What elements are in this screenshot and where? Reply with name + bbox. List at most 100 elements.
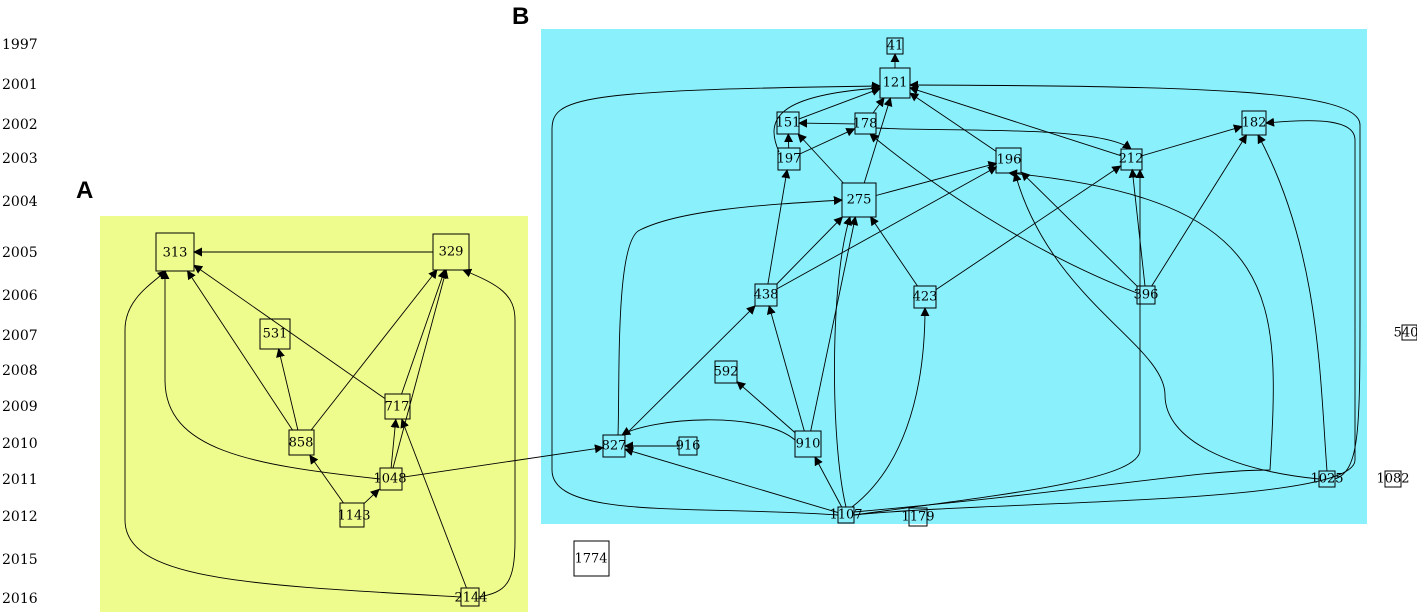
node-531-label: 531 — [263, 327, 288, 342]
year-label: 2009 — [2, 399, 38, 415]
edge-910-to-438 — [766, 305, 805, 432]
edge-1048-to-827 — [400, 444, 604, 478]
node-151-box — [776, 111, 800, 135]
node-329-label: 329 — [439, 245, 464, 260]
node-178-label: 178 — [853, 117, 878, 132]
edge-1025-to-196 — [1012, 172, 1320, 480]
edge-1048-to-717 — [390, 418, 400, 469]
edge-2144-to-717 — [400, 418, 467, 589]
node-178-box — [854, 112, 877, 135]
node-423-box — [913, 285, 937, 309]
edge-2144-to-313 — [124, 270, 462, 598]
node-196-box — [995, 147, 1022, 174]
node-1048-box — [379, 467, 403, 491]
edge-1048-to-329 — [392, 269, 449, 469]
edge-858-to-313 — [187, 270, 294, 431]
edge-438-to-197 — [767, 169, 791, 285]
node-41-box — [886, 37, 904, 55]
year-label: 2008 — [2, 363, 38, 379]
panel-a-background — [100, 216, 528, 612]
node-1774-label: 1774 — [574, 552, 607, 567]
edge-827-to-438 — [624, 305, 756, 436]
edge-178-to-151 — [798, 118, 855, 128]
edge-717-to-329 — [400, 269, 447, 395]
node-531-box — [259, 318, 291, 350]
year-label: 2012 — [2, 509, 38, 525]
edge-423-to-212 — [935, 165, 1122, 290]
node-196-label: 196 — [997, 153, 1022, 168]
year-label: 2005 — [2, 245, 38, 261]
node-423-label: 423 — [913, 290, 938, 305]
year-label: 2002 — [2, 117, 38, 133]
panel-a-label: A — [76, 177, 93, 204]
year-label: 2016 — [2, 591, 38, 607]
node-1143-box — [339, 502, 365, 528]
edge-275-to-196 — [875, 161, 998, 196]
node-1025-box — [1318, 470, 1336, 488]
node-592-label: 592 — [714, 365, 739, 380]
node-275-label: 275 — [847, 193, 872, 208]
edge-396-to-212 — [1128, 168, 1146, 287]
node-layer: 313 329 531 717 858 1048 1143 2144 41 12… — [155, 37, 1417, 607]
edge-1107-to-910 — [814, 456, 843, 508]
node-212-box — [1120, 148, 1143, 171]
node-313-box — [155, 232, 195, 272]
node-197-box — [777, 147, 801, 171]
node-2144-label: 2144 — [454, 591, 487, 606]
edge-275-to-151 — [797, 133, 844, 184]
node-1025-label: 1025 — [1310, 472, 1343, 487]
edge-212-to-182 — [1141, 124, 1243, 157]
year-axis: 1997 2001 2002 2003 2004 2005 2006 2007 … — [2, 37, 38, 607]
edge-1143-to-1048 — [363, 488, 380, 504]
node-275-box — [841, 182, 877, 218]
year-label: 2007 — [2, 328, 38, 344]
edge-1107-to-121 — [551, 81, 881, 516]
node-396-label: 396 — [1134, 288, 1159, 303]
node-329-box — [432, 233, 470, 271]
node-1774-box — [573, 540, 610, 577]
year-label: 2001 — [2, 77, 38, 93]
node-1143-label: 1143 — [337, 509, 370, 524]
node-438-box — [754, 283, 778, 307]
year-label: 2010 — [2, 436, 38, 452]
edge-1025-to-121 — [909, 80, 1361, 480]
edge-1143-to-858 — [309, 454, 344, 504]
node-121-box — [879, 67, 911, 99]
node-540-box — [1401, 324, 1417, 341]
edge-212-to-121 — [909, 85, 1121, 157]
node-396-box — [1136, 285, 1156, 305]
node-717-box — [384, 393, 411, 420]
node-827-label: 827 — [602, 439, 627, 454]
edge-396-to-178 — [869, 133, 1138, 294]
node-182-box — [1241, 110, 1267, 136]
node-121-label: 121 — [883, 76, 908, 91]
node-916-box — [678, 436, 698, 456]
edge-1107-to-423 — [851, 307, 930, 508]
node-858-box — [288, 429, 315, 456]
edge-423-to-275 — [870, 216, 918, 287]
edge-910-to-827 — [621, 419, 796, 441]
node-910-label: 910 — [796, 437, 821, 452]
edge-178-to-121 — [872, 97, 885, 114]
edge-910-to-275 — [810, 216, 859, 432]
year-label: 1997 — [2, 37, 38, 53]
panel-b-background — [541, 29, 1367, 524]
node-2144-box — [460, 587, 480, 607]
edge-1025-to-182 — [1257, 134, 1328, 472]
node-858-label: 858 — [289, 436, 314, 451]
node-151-label: 151 — [776, 116, 801, 131]
edge-1107-to-827 — [624, 447, 839, 514]
node-827-box — [602, 434, 626, 458]
year-label: 2003 — [2, 151, 38, 167]
node-1179-box — [908, 507, 928, 527]
edge-178-to-212 — [875, 127, 1132, 150]
node-1082-label: 1082 — [1376, 472, 1409, 487]
node-1048-label: 1048 — [373, 472, 406, 487]
edge-858-to-531 — [276, 348, 299, 431]
edge-197-to-178 — [799, 128, 856, 155]
edge-1048-to-313 — [160, 270, 381, 480]
edge-197-to-121 — [773, 84, 881, 153]
node-592-box — [714, 360, 738, 384]
year-label: 2011 — [2, 472, 38, 488]
